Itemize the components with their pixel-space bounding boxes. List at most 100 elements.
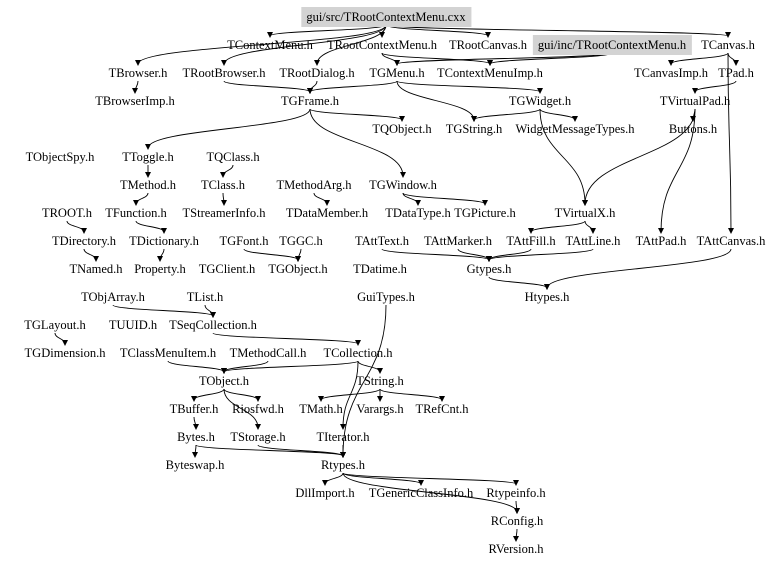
node-tgframe[interactable]: TGFrame.h [281, 94, 340, 108]
arrowhead [131, 87, 138, 94]
edge-tgmenu-to-tgstring [396, 80, 475, 121]
node-label: TROOT.h [42, 206, 93, 220]
node-bytes[interactable]: Bytes.h [177, 430, 216, 444]
node-tggc[interactable]: TGGC.h [279, 234, 323, 248]
node-tgdimension[interactable]: TGDimension.h [25, 346, 107, 360]
node-tlist[interactable]: TList.h [187, 290, 224, 304]
arrowhead [354, 339, 361, 346]
node-tgfont[interactable]: TGFont.h [220, 234, 270, 248]
node-tfunction[interactable]: TFunction.h [105, 206, 167, 220]
node-tgobject[interactable]: TGObject.h [268, 262, 328, 276]
node-byteswap[interactable]: Byteswap.h [166, 458, 225, 472]
edge-tclassmenuitem-to-tobject [167, 360, 225, 373]
node-label: TBuffer.h [170, 402, 219, 416]
arrowhead [589, 227, 596, 234]
node-tseqcollection[interactable]: TSeqCollection.h [169, 318, 258, 332]
node-tgwidget[interactable]: TGWidget.h [509, 94, 572, 108]
node-widgetmessagetypes[interactable]: WidgetMessageTypes.h [515, 122, 635, 136]
node-titerator[interactable]: TIterator.h [316, 430, 370, 444]
node-tattpad[interactable]: TAttPad.h [636, 234, 687, 248]
node-trootbrowser[interactable]: TRootBrowser.h [183, 66, 267, 80]
node-tattfill[interactable]: TAttFill.h [506, 234, 556, 248]
node-tdatime[interactable]: TDatime.h [353, 262, 408, 276]
node-riosfwd[interactable]: Riosfwd.h [232, 402, 284, 416]
node-tbrowserimp[interactable]: TBrowserImp.h [95, 94, 175, 108]
node-label: TQClass.h [206, 150, 260, 164]
node-label: TAttFill.h [506, 234, 556, 248]
node-rconfig[interactable]: RConfig.h [491, 514, 544, 528]
edge-tvirtualpad-to-tvirtualx [584, 108, 696, 205]
arrowhead [470, 115, 477, 122]
node-tcanvas[interactable]: TCanvas.h [701, 38, 756, 52]
node-tgenericclassinfo[interactable]: TGenericClassInfo.h [369, 486, 474, 500]
node-tobjectspy[interactable]: TObjectSpy.h [26, 150, 95, 164]
node-tgmenu[interactable]: TGMenu.h [369, 66, 425, 80]
node-tstring[interactable]: TString.h [356, 374, 404, 388]
node-tcanvasimp[interactable]: TCanvasImp.h [634, 66, 709, 80]
node-tclass[interactable]: TClass.h [201, 178, 246, 192]
node-tqclass[interactable]: TQClass.h [206, 150, 260, 164]
node-tgstring[interactable]: TGString.h [446, 122, 503, 136]
node-rtypeinfo[interactable]: Rtypeinfo.h [486, 486, 546, 500]
node-tattmarker[interactable]: TAttMarker.h [424, 234, 493, 248]
node-tbrowser[interactable]: TBrowser.h [109, 66, 168, 80]
node-guitypes[interactable]: GuiTypes.h [357, 290, 416, 304]
node-tcontextmenuimp[interactable]: TContextMenuImp.h [437, 66, 544, 80]
node-varargs[interactable]: Varargs.h [356, 402, 404, 416]
node-tmethodarg[interactable]: TMethodArg.h [276, 178, 352, 192]
node-tdirectory[interactable]: TDirectory.h [52, 234, 117, 248]
node-tmath[interactable]: TMath.h [299, 402, 343, 416]
node-tcollection[interactable]: TCollection.h [323, 346, 393, 360]
node-tobject[interactable]: TObject.h [199, 374, 250, 388]
node-tqobject[interactable]: TQObject.h [372, 122, 432, 136]
node-tatttext[interactable]: TAttText.h [355, 234, 410, 248]
node-tpad[interactable]: TPad.h [718, 66, 755, 80]
node-tclassmenuitem[interactable]: TClassMenuItem.h [120, 346, 217, 360]
edge-tobject-to-tstorage [223, 388, 259, 429]
node-tdictionary[interactable]: TDictionary.h [129, 234, 199, 248]
node-tvirtualpad[interactable]: TVirtualPad.h [660, 94, 731, 108]
node-tattcanvas[interactable]: TAttCanvas.h [697, 234, 767, 248]
node-label: TFunction.h [105, 206, 167, 220]
node-inc[interactable]: gui/inc/TRootContextMenu.h [532, 35, 692, 55]
node-label: TRefCnt.h [415, 402, 469, 416]
edge-tgmenu-to-tgframe [309, 80, 398, 93]
node-trootdialog[interactable]: TRootDialog.h [279, 66, 355, 80]
node-property[interactable]: Property.h [134, 262, 186, 276]
node-src[interactable]: gui/src/TRootContextMenu.cxx [301, 7, 472, 27]
node-tnamed[interactable]: TNamed.h [69, 262, 123, 276]
node-buttons[interactable]: Buttons.h [669, 122, 718, 136]
node-dllimport[interactable]: DllImport.h [295, 486, 355, 500]
node-label: TMethodArg.h [276, 178, 352, 192]
node-tdatamember[interactable]: TDataMember.h [286, 206, 369, 220]
node-tobjarray[interactable]: TObjArray.h [81, 290, 146, 304]
node-htypes[interactable]: Htypes.h [525, 290, 571, 304]
node-tuuid[interactable]: TUUID.h [109, 318, 158, 332]
node-trefcnt[interactable]: TRefCnt.h [415, 402, 469, 416]
node-tgclient[interactable]: TGClient.h [199, 262, 256, 276]
node-label: TClassMenuItem.h [120, 346, 217, 360]
node-tglayout[interactable]: TGLayout.h [24, 318, 86, 332]
node-tbuffer[interactable]: TBuffer.h [170, 402, 219, 416]
node-tdatatype[interactable]: TDataType.h [385, 206, 451, 220]
node-tmethod[interactable]: TMethod.h [120, 178, 177, 192]
node-tstreamerinfo[interactable]: TStreamerInfo.h [183, 206, 267, 220]
node-tgpicture[interactable]: TGPicture.h [454, 206, 516, 220]
node-tvirtualx[interactable]: TVirtualX.h [555, 206, 616, 220]
arrowhead [254, 395, 261, 402]
node-trootcanvas[interactable]: TRootCanvas.h [449, 38, 528, 52]
arrowhead [512, 535, 519, 542]
node-tstorage[interactable]: TStorage.h [230, 430, 286, 444]
node-rversion[interactable]: RVersion.h [489, 542, 545, 556]
node-tattline[interactable]: TAttLine.h [566, 234, 622, 248]
node-trootcontextmenu[interactable]: TRootContextMenu.h [327, 38, 438, 52]
node-tgwindow[interactable]: TGWindow.h [369, 178, 438, 192]
arrowhead [582, 200, 588, 206]
node-gtypes[interactable]: Gtypes.h [467, 262, 513, 276]
node-tcontextmenu[interactable]: TContextMenu.h [227, 38, 314, 52]
arrowhead [732, 59, 739, 66]
node-troot[interactable]: TROOT.h [42, 206, 93, 220]
node-ttoggle[interactable]: TToggle.h [122, 150, 174, 164]
node-rtypes[interactable]: Rtypes.h [321, 458, 366, 472]
node-tmethodcall[interactable]: TMethodCall.h [230, 346, 307, 360]
